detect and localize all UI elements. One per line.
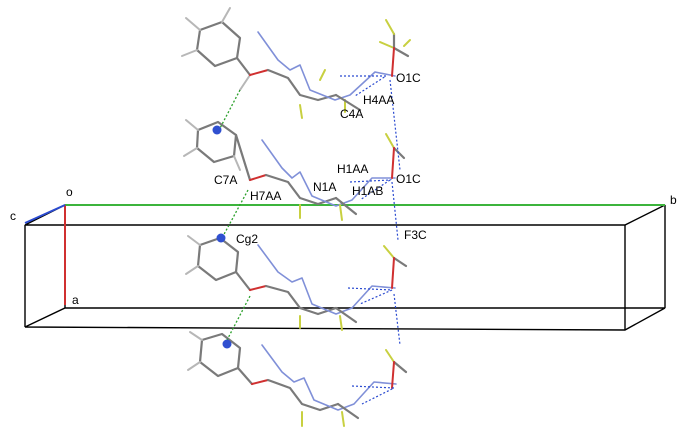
molecule-3 bbox=[185, 235, 408, 331]
atom-label-cg2: Cg2 bbox=[236, 232, 258, 246]
c-axis bbox=[24, 204, 66, 224]
b-axis-label: b bbox=[670, 193, 677, 207]
atom-label-o1c-top: O1C bbox=[396, 71, 421, 85]
atom-label-h4aa: H4AA bbox=[363, 93, 394, 107]
atom-label-h1ab: H1AB bbox=[352, 184, 383, 198]
centroid-marker bbox=[216, 233, 226, 243]
centroid-marker bbox=[212, 125, 222, 135]
atom-label-f3c: F3C bbox=[404, 228, 427, 242]
molecule-2 bbox=[183, 119, 406, 221]
atom-label-o1c: O1C bbox=[396, 172, 421, 186]
atom-label-h1aa: H1AA bbox=[337, 162, 368, 176]
cell-top-face bbox=[24, 204, 666, 226]
origin-label: o bbox=[66, 185, 73, 199]
molecule-4 bbox=[187, 331, 408, 427]
a-axis-label: a bbox=[72, 293, 79, 307]
c-axis-label: c bbox=[10, 209, 16, 223]
centroid-marker bbox=[222, 339, 232, 349]
atom-label-n1a: N1A bbox=[313, 180, 336, 194]
hydrogen-bonds bbox=[340, 75, 401, 405]
atom-label-h7aa: H7AA bbox=[250, 189, 281, 203]
molecule-1 bbox=[181, 7, 411, 119]
atom-label-c7a: C7A bbox=[214, 173, 237, 187]
ch-pi-contacts bbox=[217, 89, 251, 343]
cell-bottom-face bbox=[24, 307, 666, 331]
atom-label-c4a: C4A bbox=[340, 107, 363, 121]
